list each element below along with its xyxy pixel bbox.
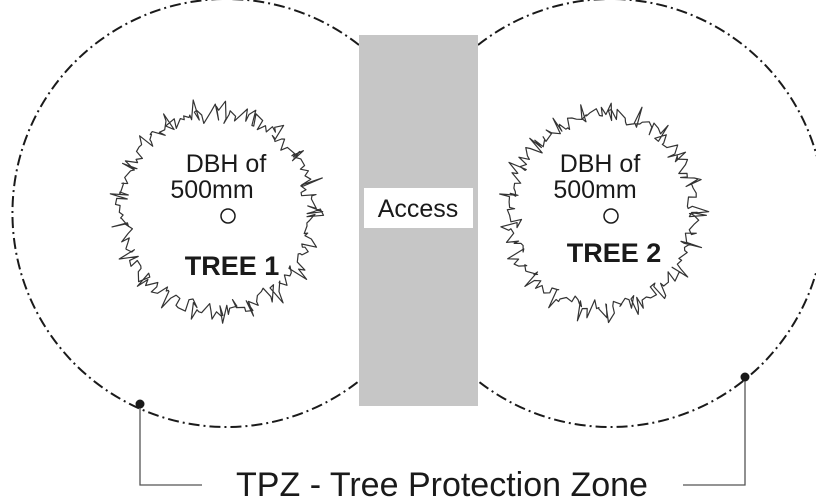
tree-1-name: TREE 1 [185, 251, 280, 281]
legend-leaders [139, 377, 746, 486]
trunk-marker-tree-1 [220, 208, 236, 224]
tree-2-name: TREE 2 [567, 238, 662, 268]
tpz-marker-left [135, 399, 145, 409]
canopy-outline-tree-1 [109, 99, 325, 324]
tpz-boundaries [11, 0, 816, 428]
tpz-boundary-tree-1 [11, 0, 360, 428]
leader-line-left [139, 404, 202, 486]
leader-line-right [683, 377, 746, 486]
tpz-marker-right [740, 372, 750, 382]
access-label-backdrop [364, 188, 473, 228]
tree-2-dbh-line1: DBH of [560, 150, 641, 178]
tpz-boundary-tree-2 [477, 0, 816, 428]
tpz-legend-label: TPZ - Tree Protection Zone [236, 466, 648, 504]
trunk-marker-tree-2 [603, 208, 619, 224]
access-label: Access [378, 195, 459, 223]
tree-2-dbh-line2: 500mm [553, 176, 636, 204]
tree-1-dbh-line1: DBH of [186, 150, 267, 178]
tree-1-dbh-line2: 500mm [170, 176, 253, 204]
canopy-outline-tree-2 [499, 102, 710, 324]
